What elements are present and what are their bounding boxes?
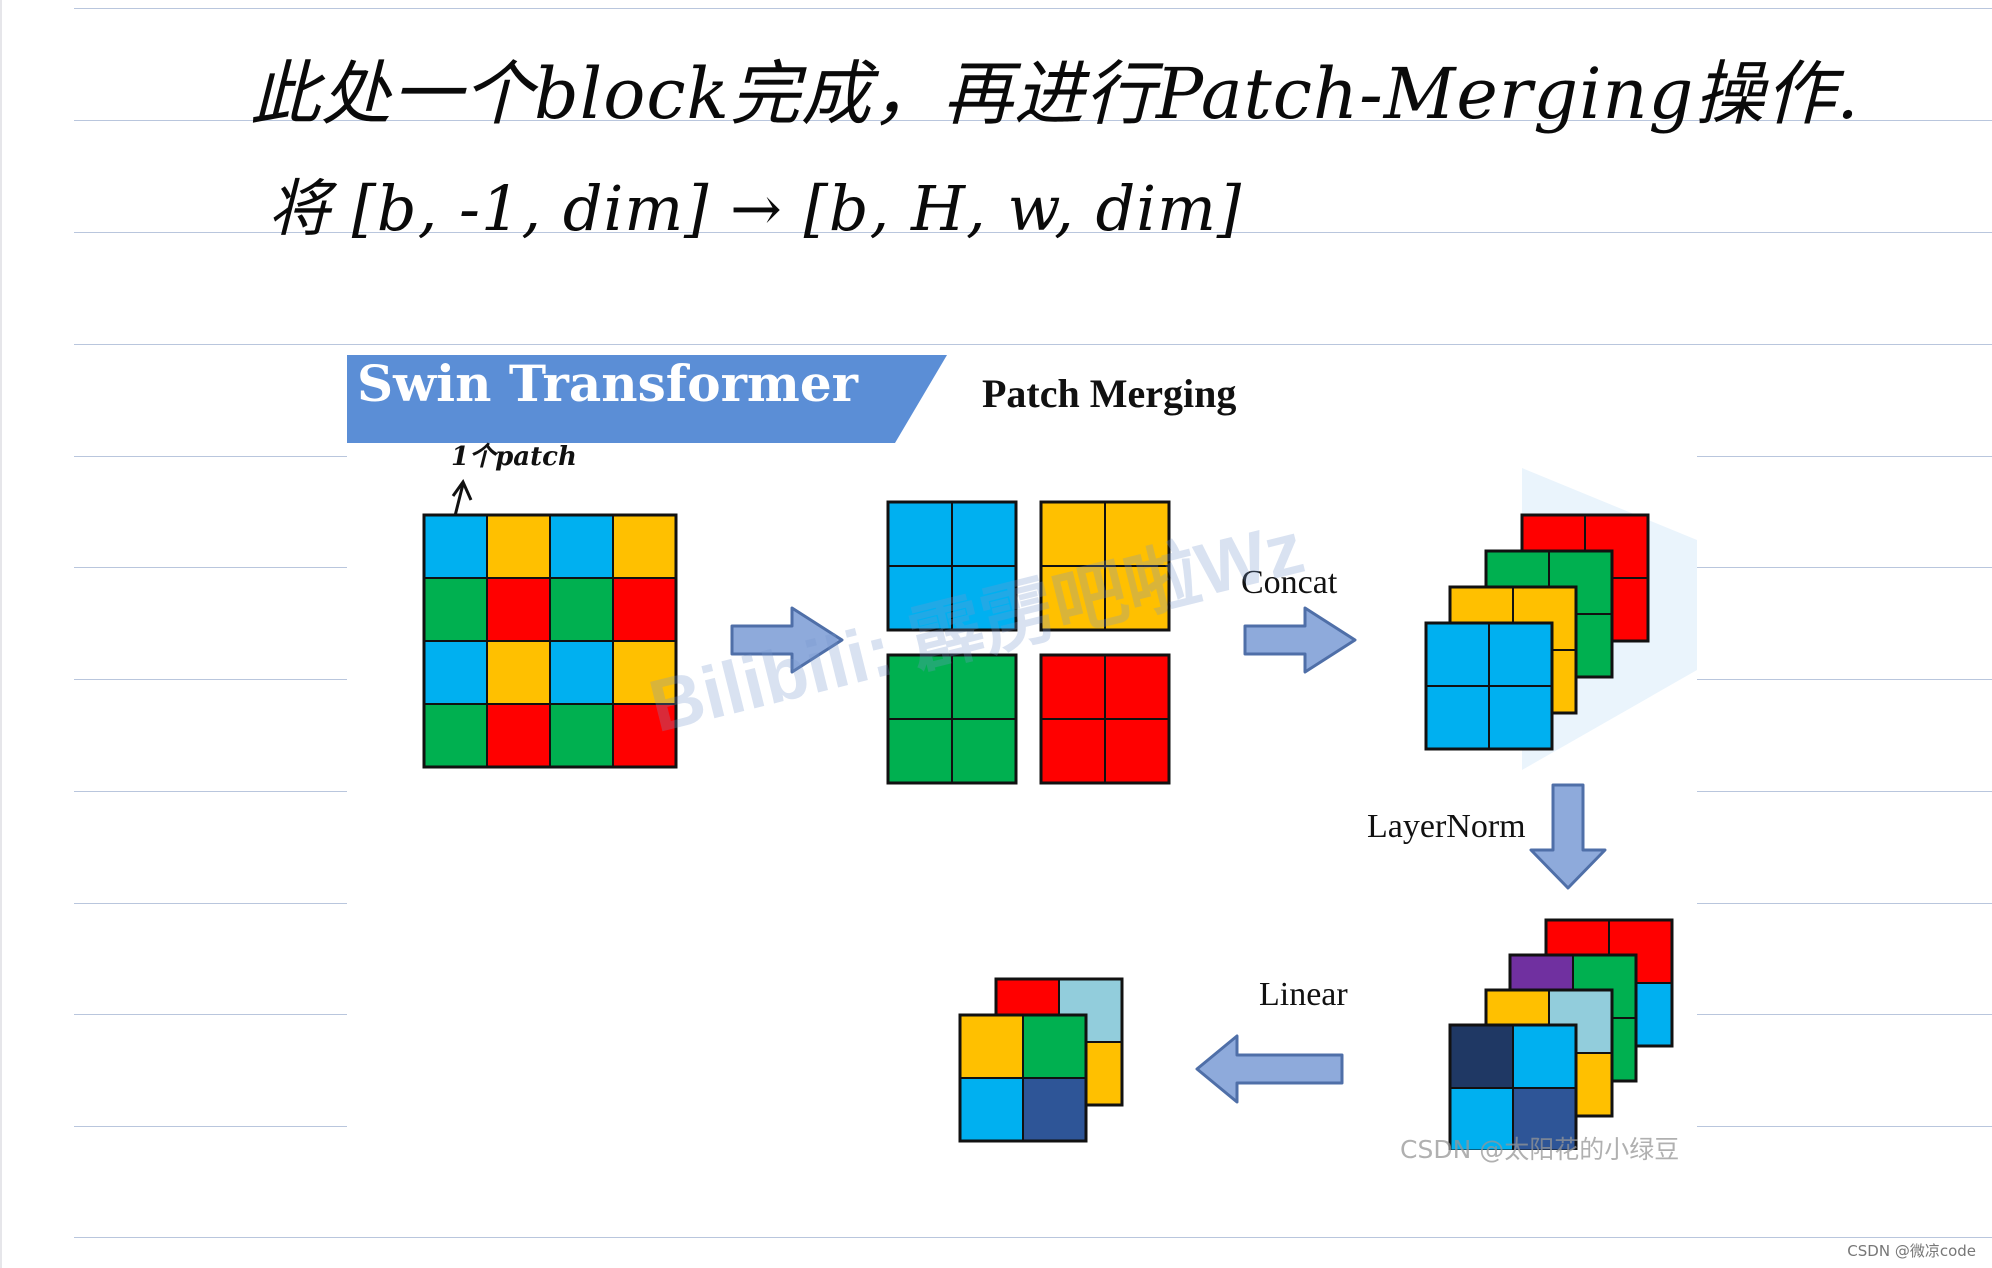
ruled-line [74,120,1992,121]
linear-output-front-layer-cell [959,1014,1024,1079]
layernorm-stack-layer-4-cell [1512,1024,1577,1089]
split-group-green-border [886,653,1018,785]
input-grid-cell [423,514,488,579]
patch-merging-diagram [422,468,1697,1150]
ruled-line [74,232,1992,233]
input-grid-cell [549,640,614,705]
input-grid-cell [486,703,551,768]
input-grid-cell [549,703,614,768]
handwritten-note-line-1: 此处一个block完成，再进行Patch-Merging操作. [250,53,1860,135]
title-banner-shape [347,355,947,443]
split-group-blue-cell [887,501,953,567]
split-group-blue-border [886,500,1018,632]
concat-arrow-icon [1243,606,1357,674]
ruled-line [74,8,1992,9]
title-banner [347,355,947,443]
split-group-green-cell [887,718,953,784]
split-group-red-cell [1104,654,1170,720]
linear-output-front-layer-cell [959,1077,1024,1142]
input-grid-cell [486,577,551,642]
input-grid-cell [486,640,551,705]
page-margin-line [0,0,2,1268]
input-grid-cell [423,703,488,768]
concat-stack-layer-blue-border [1424,621,1554,751]
input-grid-cell [549,577,614,642]
split-group-red-cell [1104,718,1170,784]
patch-merging-slide: Swin Transformer Patch Merging 1个patch C… [347,350,1697,1150]
linear-output-front-layer-border [958,1013,1088,1143]
input-grid-cell [423,577,488,642]
concat-stack-layer-blue-cell [1425,622,1490,687]
linear-arrow-icon [1195,1034,1344,1104]
layernorm-arrow-icon [1529,783,1607,890]
linear-output-front-layer-cell [1022,1014,1087,1079]
concat-label: Concat [1241,564,1338,601]
split-group-blue-cell [951,501,1017,567]
split-group-green-cell [951,718,1017,784]
input-grid-border [422,513,678,769]
layernorm-stack-layer-4-cell [1449,1024,1514,1089]
split-group-green-cell [951,654,1017,720]
concat-stack-layer-blue-cell [1488,685,1553,750]
split-group-yellow-border [1039,500,1171,632]
handwritten-note-line-2: 将 [b, -1, dim] → [b, H, w, dim] [268,172,1243,245]
layernorm-stack-layer-4-border [1448,1023,1578,1150]
linear-output-front-layer-cell [1022,1077,1087,1142]
concat-stack-layer-blue-cell [1425,685,1490,750]
annotation-arrow-head [451,478,473,501]
split-group-red-cell [1040,654,1106,720]
layernorm-label: LayerNorm [1367,808,1526,845]
input-grid-cell [486,514,551,579]
slide-title: Swin Transformer [357,354,858,413]
linear-label: Linear [1259,976,1348,1013]
split-group-red-cell [1040,718,1106,784]
split-group-red-border [1039,653,1171,785]
input-grid-cell [612,703,677,768]
csdn-watermark: CSDN @太阳花的小绿豆 [1400,1135,1680,1164]
one-patch-annotation: 1个patch [451,442,577,472]
ruled-line [74,1237,1992,1238]
ruled-line [74,344,1992,345]
patch-merging-title: Patch Merging [982,371,1237,416]
concat-stack-layer-blue-cell [1488,622,1553,687]
corner-watermark: CSDN @微凉code [1847,1242,1976,1260]
input-grid-cell [612,577,677,642]
split-group-yellow-cell [1104,501,1170,567]
input-grid-cell [612,514,677,579]
split-group-yellow-cell [1104,565,1170,631]
split-arrow-icon [730,606,844,674]
input-grid-cell [549,514,614,579]
input-grid-cell [423,640,488,705]
